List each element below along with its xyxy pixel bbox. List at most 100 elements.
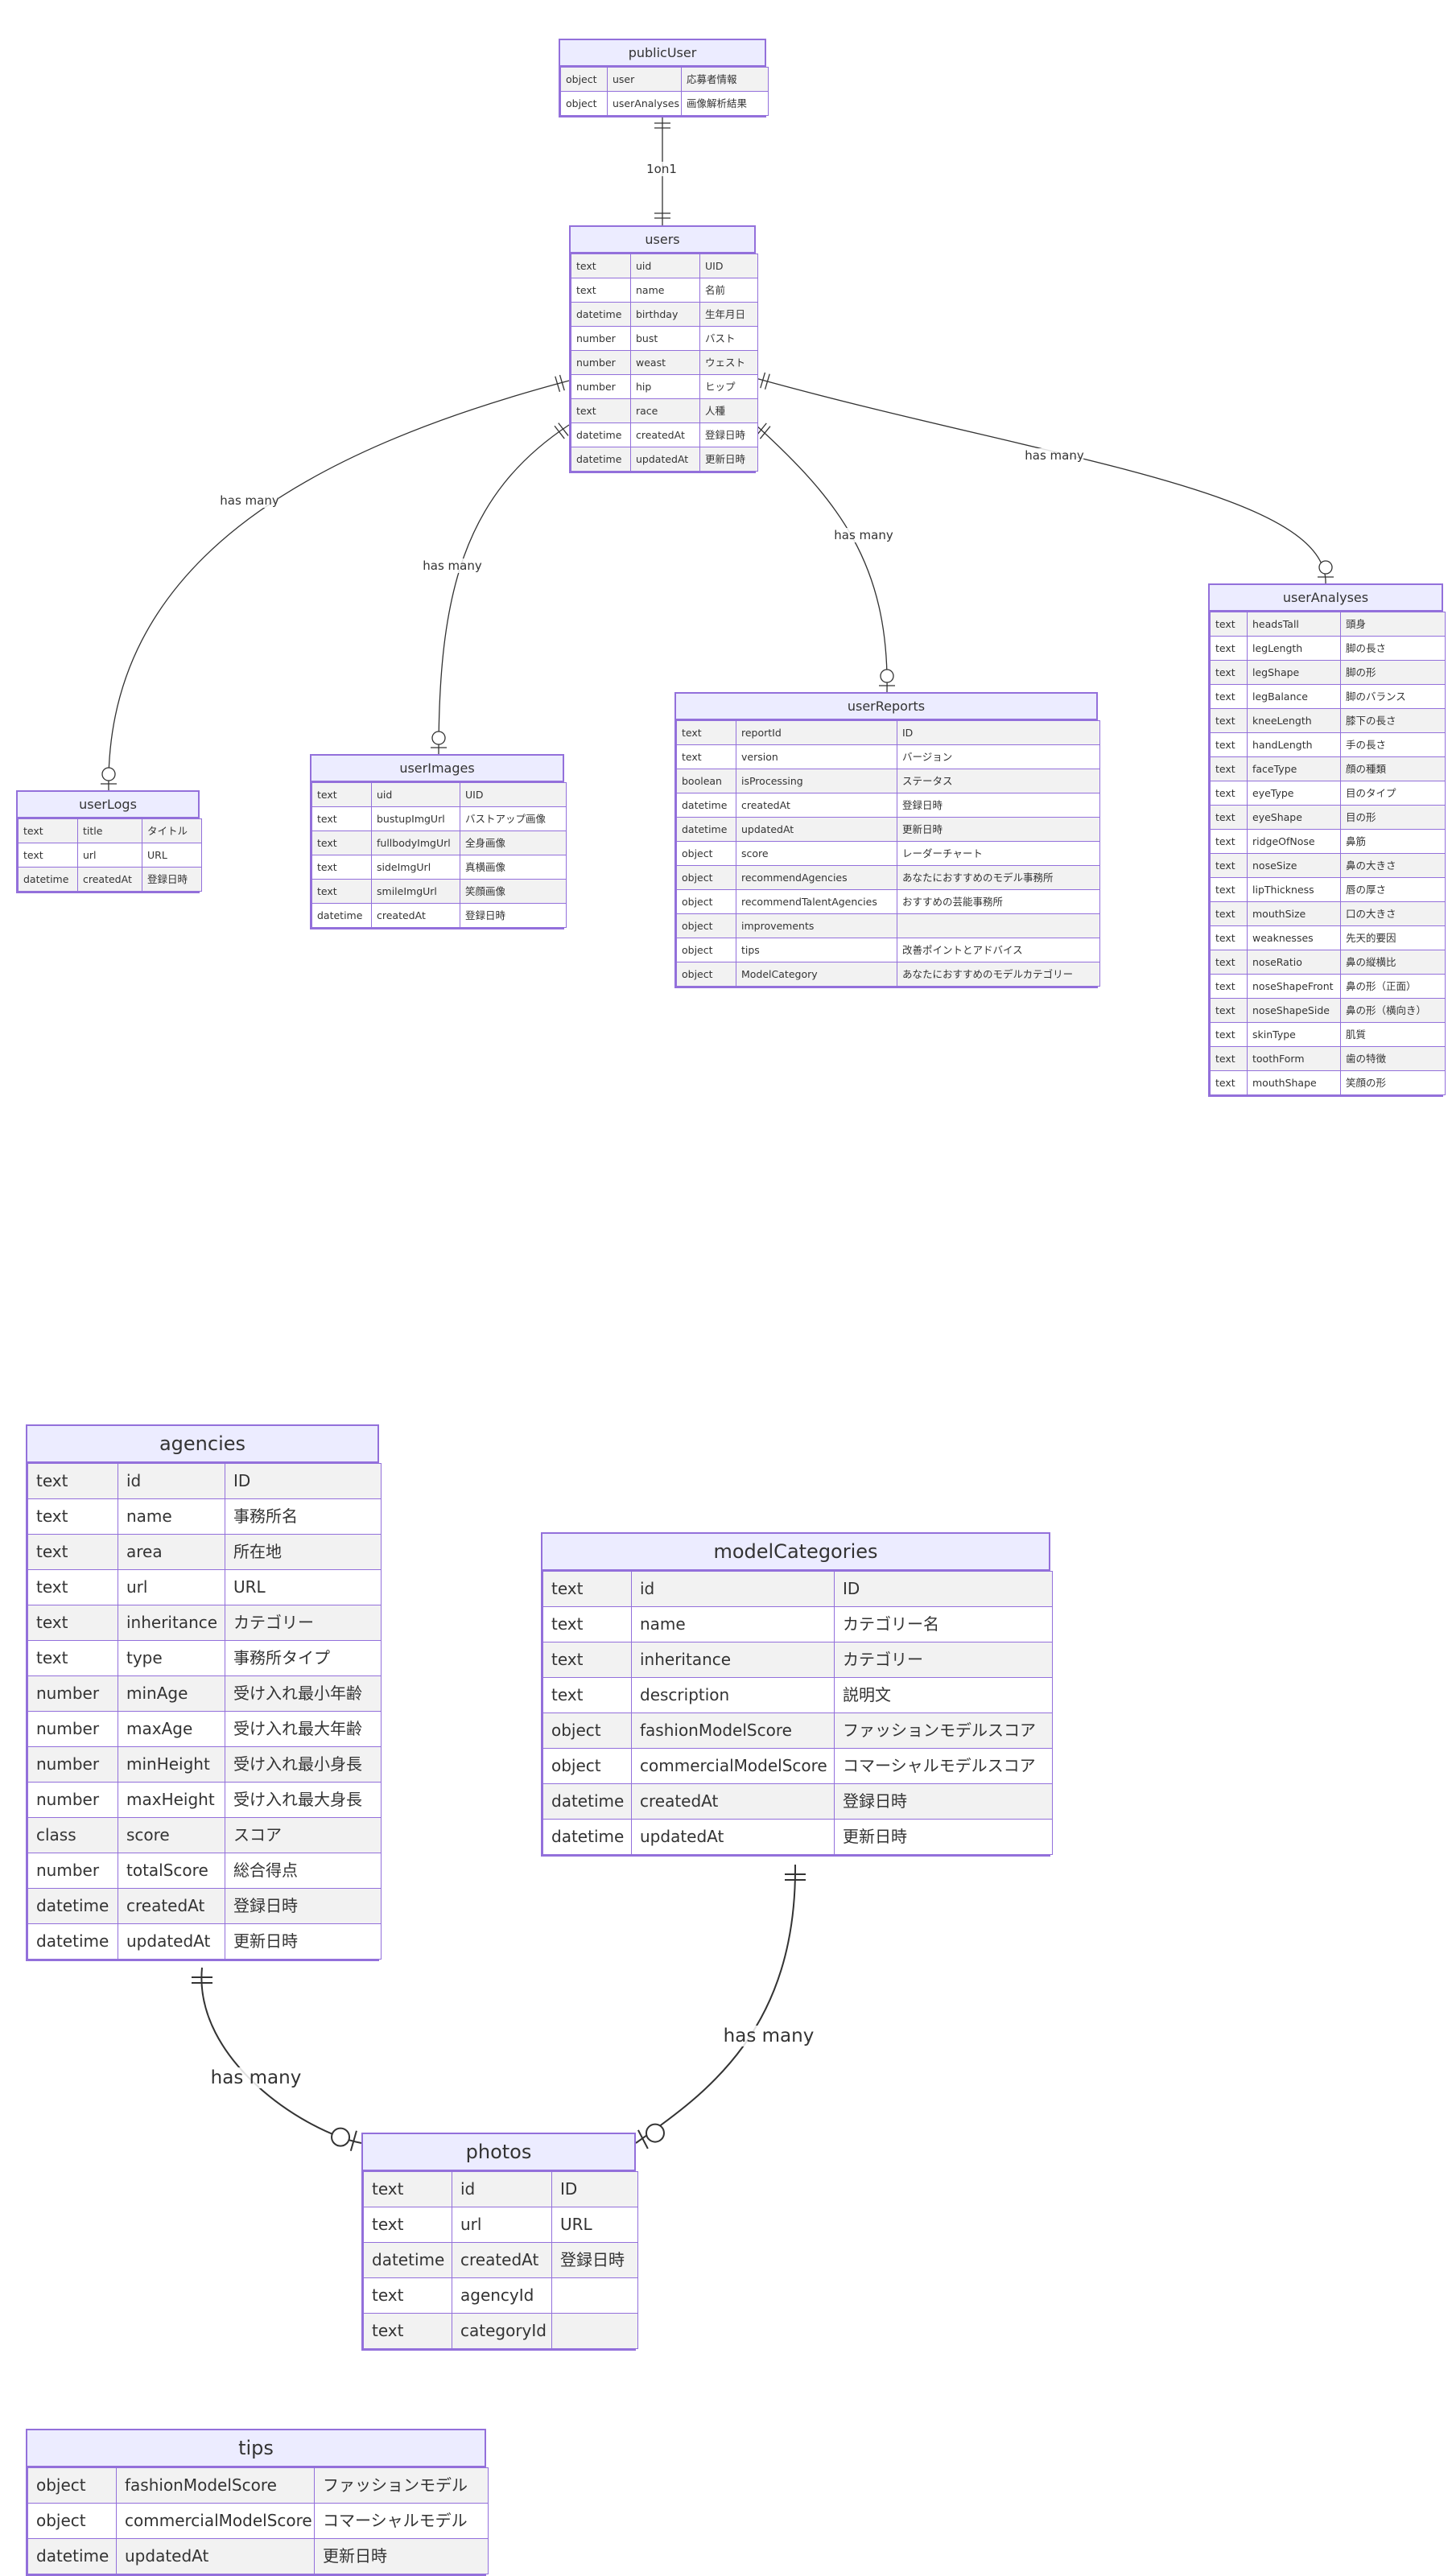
attribute-comment: 更新日時 (834, 1819, 1053, 1855)
entity-title: userReports (676, 694, 1096, 720)
attribute-type: object (27, 2467, 117, 2504)
attribute-comment: カテゴリー (834, 1642, 1053, 1678)
attribute-name: maxHeight (118, 1782, 225, 1818)
relationship-label: has many (210, 2067, 302, 2088)
relationship-line (108, 380, 570, 791)
attribute-name: updatedAt (118, 1923, 225, 1960)
attribute-type: text (1210, 1070, 1248, 1095)
attribute-comment: 先天的要因 (1340, 925, 1446, 950)
entity-title: photos (363, 2134, 634, 2171)
attribute-comment: あなたにおすすめのモデルカテゴリー (897, 962, 1100, 987)
entity-title: users (571, 227, 754, 253)
attribute-name: eyeType (1247, 781, 1341, 806)
attribute-name: totalScore (118, 1853, 225, 1889)
attribute-name: noseSize (1247, 853, 1341, 878)
attribute-type: text (542, 1642, 632, 1678)
attribute-name: maxAge (118, 1711, 225, 1747)
attribute-comment: バスト (699, 326, 758, 351)
attribute-comment (897, 913, 1100, 938)
attribute-type: boolean (676, 769, 736, 793)
attribute-type: text (27, 1640, 118, 1676)
attribute-type: text (1210, 877, 1248, 902)
attribute-type: datetime (363, 2242, 452, 2278)
attribute-comment: 所在地 (225, 1534, 382, 1570)
attribute-comment: 真横画像 (460, 855, 567, 880)
attribute-name: tips (736, 938, 897, 962)
attribute-type: text (1210, 1022, 1248, 1047)
attribute-name: noseShapeFront (1247, 974, 1341, 999)
attribute-comment: カテゴリー名 (834, 1606, 1053, 1642)
attribute-comment: カテゴリー (225, 1605, 382, 1641)
attribute-comment: 鼻の形（横向き） (1340, 998, 1446, 1023)
attribute-name: skinType (1247, 1022, 1341, 1047)
attribute-type: number (27, 1711, 118, 1747)
attribute-name: lipThickness (1247, 877, 1341, 902)
attribute-name: noseRatio (1247, 950, 1341, 975)
attribute-type: text (311, 831, 372, 855)
cardinality-bar (759, 426, 771, 439)
attribute-name: fullbodyImgUrl (371, 831, 460, 855)
attribute-comment: ID (225, 1463, 382, 1499)
attribute-name: isProcessing (736, 769, 897, 793)
attribute-name: smileImgUrl (371, 879, 460, 904)
attribute-name: description (631, 1677, 835, 1713)
attribute-type: text (1210, 998, 1248, 1023)
relationship-label: has many (1025, 448, 1084, 463)
attribute-comment: 顔の種類 (1340, 756, 1446, 781)
attribute-type: text (1210, 829, 1248, 854)
attribute-comment: 人種 (699, 398, 758, 423)
cardinality-bar (764, 373, 770, 390)
attribute-type: text (571, 278, 631, 303)
attribute-comment: 笑顔画像 (460, 879, 567, 904)
attribute-comment: 総合得点 (225, 1853, 382, 1889)
attribute-comment: ウェスト (699, 350, 758, 375)
attribute-name: area (118, 1534, 225, 1570)
attribute-type: number (27, 1782, 118, 1818)
attribute-name: createdAt (452, 2242, 552, 2278)
attribute-name: mouthSize (1247, 901, 1341, 926)
attribute-type: text (311, 806, 372, 831)
attribute-comment: 画像解析結果 (681, 91, 769, 116)
attribute-type: datetime (542, 1819, 632, 1855)
attribute-type: text (1210, 636, 1248, 661)
attribute-comment: スコア (225, 1817, 382, 1853)
attribute-type: text (27, 1569, 118, 1605)
attribute-type: text (542, 1571, 632, 1607)
attribute-comment: 脚の形 (1340, 660, 1446, 685)
attribute-comment: 登録日時 (460, 903, 567, 928)
attribute-comment: 登録日時 (551, 2242, 638, 2278)
attribute-comment: ファッションモデルスコア (834, 1713, 1053, 1749)
attribute-type: text (542, 1606, 632, 1642)
attribute-name: weaknesses (1247, 925, 1341, 950)
attribute-name: legBalance (1247, 684, 1341, 709)
